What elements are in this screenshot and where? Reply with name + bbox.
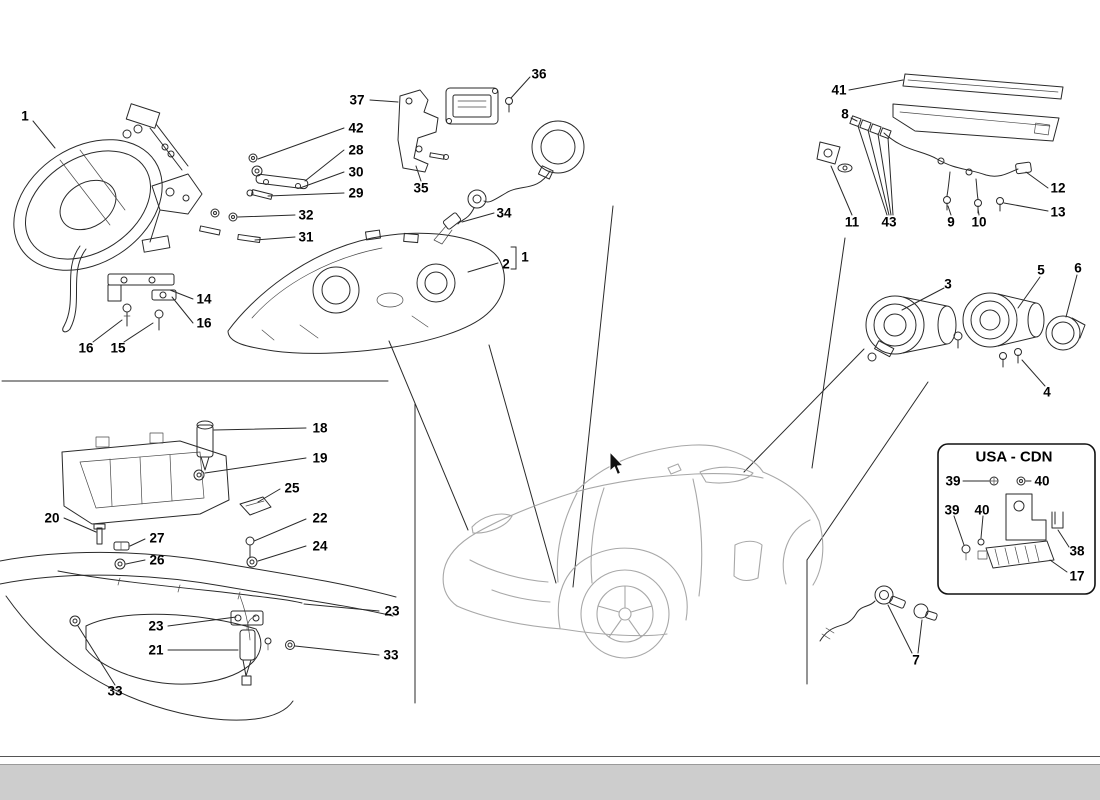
callout-23-b: 23 [148,618,164,634]
callout-38: 38 [1069,543,1085,559]
callout-24: 24 [312,538,328,554]
callout-16-a: 16 [196,315,212,331]
callout-33-b: 33 [107,683,123,699]
callout-8: 8 [841,106,849,122]
callout-41: 41 [831,82,847,98]
callout-43: 43 [881,214,897,230]
callout-2: 2 [502,256,510,272]
callout-30: 30 [348,164,364,180]
callout-10: 10 [971,214,987,230]
callout-13: 13 [1050,204,1066,220]
callout-37: 37 [349,92,365,108]
headlight-assembly-illustration [13,103,345,343]
callout-34: 34 [496,205,512,221]
washer-system-illustration [0,420,397,721]
callout-4: 4 [1043,384,1051,400]
third-stop-light-illustration [816,73,1064,216]
callout-36: 36 [531,66,547,82]
callout-7: 7 [912,652,920,668]
callout-23-a: 23 [384,603,400,619]
callout-9: 9 [947,214,955,230]
callout-16-b: 16 [78,340,94,356]
callout-12: 12 [1050,180,1066,196]
callout-21: 21 [148,642,164,658]
section-pointer-lines [1,205,929,704]
bottom-divider-line [0,756,1100,757]
callout-28: 28 [348,142,364,158]
callout-1-b: 1 [521,249,529,265]
callout-6: 6 [1074,260,1082,276]
callout-39-a: 39 [945,473,961,489]
callout-15: 15 [110,340,126,356]
callout-1: 1 [21,108,29,124]
callout-35: 35 [413,180,429,196]
callout-18: 18 [312,420,328,436]
callout-3: 3 [944,276,952,292]
callout-42: 42 [348,120,364,136]
callout-39-b: 39 [944,502,960,518]
usa-cdn-box-illustration [937,443,1096,595]
car-outline-illustration [442,444,824,659]
callout-11: 11 [844,214,860,230]
callout-40-a: 40 [1034,473,1050,489]
usa-cdn-title: USA - CDN [975,448,1053,466]
callout-31: 31 [298,229,314,245]
control-unit-illustration [369,76,585,245]
callout-17: 17 [1069,568,1085,584]
sensor-pigtail-illustration [819,585,938,654]
callout-20: 20 [44,510,60,526]
callout-40-b: 40 [974,502,990,518]
callout-32: 32 [298,207,314,223]
callout-29: 29 [348,185,364,201]
callout-27: 27 [149,530,165,546]
bottom-bar [0,764,1100,800]
mouse-cursor [609,451,624,475]
headlight-cover-illustration [227,229,517,354]
callout-33-a: 33 [383,647,399,663]
callout-5: 5 [1037,262,1045,278]
callout-14: 14 [196,291,212,307]
callout-19: 19 [312,450,328,466]
fog-lamps-illustration [865,274,1086,387]
callout-25: 25 [284,480,300,496]
callout-22: 22 [312,510,328,526]
callout-26: 26 [149,552,165,568]
